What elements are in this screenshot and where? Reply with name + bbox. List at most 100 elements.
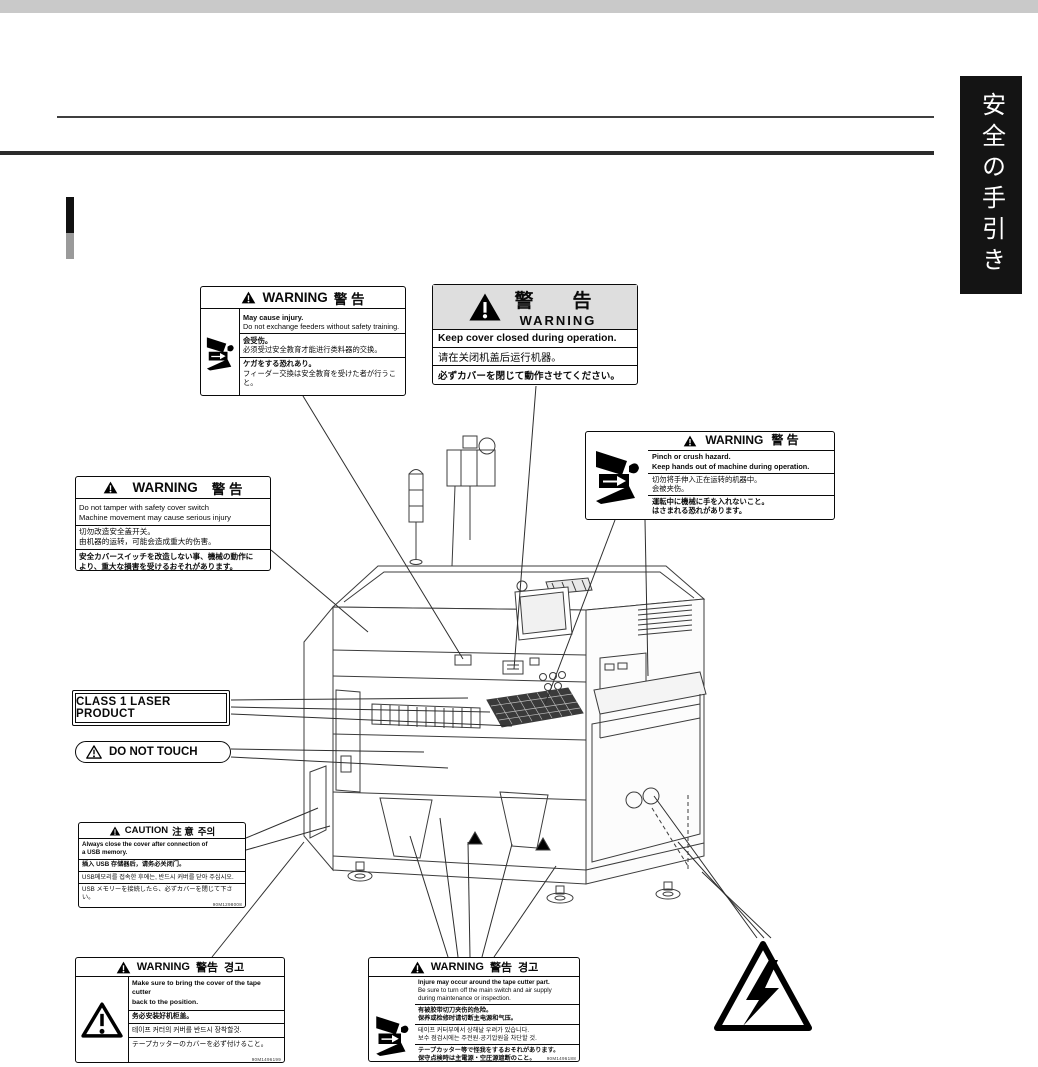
do-not-touch-label: DO NOT TOUCH <box>75 741 231 763</box>
label-text-zh: 切勿改造安全盖开关。 <box>79 527 155 536</box>
label-text-ja: ケガをする恐れあり。 <box>243 359 316 368</box>
header-word-en: WARNING <box>705 433 764 448</box>
label-text-zh: 保养或检修时请切断主电源和气压。 <box>418 1014 517 1022</box>
warning-triangle-icon <box>683 435 697 447</box>
label-text-zh: 会受伤。 <box>243 335 273 345</box>
warning-triangle-icon <box>468 292 502 322</box>
label-text-ja: 必ずカバーを閉じて動作させてください。 <box>438 370 620 382</box>
label-text-zh: 由机器的运转，可能会造成重大的伤害。 <box>79 537 216 547</box>
label-text-ja: より、重大な損害を受けるおそれがあります。 <box>79 561 238 571</box>
signal-tower-icon <box>408 469 424 565</box>
label-header: WARNING 警 告 <box>201 287 405 309</box>
label-text-en: Keep hands out of machine during operati… <box>652 462 810 472</box>
label-text-en: Do not exchange feeders without safety t… <box>243 322 400 332</box>
label-text-zh: 必须受过安全教育才能进行类料器的交换。 <box>243 345 382 355</box>
header-rule-thin <box>57 116 934 118</box>
label-header: WARNING 警 告 <box>648 432 834 451</box>
label-text-ja: テープカッターのカバーを必ず付けること。 <box>132 1040 268 1048</box>
warning-triangle-icon <box>116 961 131 974</box>
label-text-en: back to the position. <box>132 999 199 1007</box>
label-text-en: Machine movement may cause serious injur… <box>79 512 231 522</box>
header-word-cjk: 警告 <box>195 962 218 974</box>
warning-label-pinch-hazard: WARNING 警 告 Pinch or crush hazard. Keep … <box>585 431 835 520</box>
label-text-en: Be sure to turn off the main switch and … <box>418 986 552 994</box>
label-text-ja: 運転中に機械に手を入れないこと。 <box>652 496 769 506</box>
label-text-en: Injure may occur around the tape cutter … <box>418 978 550 986</box>
warning-label-tape-cutter-injury: WARNING 警告 경고 Injure may occur around th… <box>368 957 580 1062</box>
warning-triangle-icon <box>410 961 425 974</box>
header-word-cjk: 警 告 <box>211 481 243 497</box>
label-part-number: 90M1496199 <box>251 1057 281 1062</box>
label-text-ja: 安全カバースイッチを改造しない事、機械の動作に <box>79 551 254 561</box>
class-1-laser-label: CLASS 1 LASER PRODUCT <box>72 690 230 726</box>
label-header: WARNING 警告 경고 <box>369 958 579 977</box>
side-tab-safety-guide: 安全の手引き <box>960 76 1022 294</box>
label-text-zh: 插入 USB 存储器后，请务必关闭门。 <box>82 861 186 869</box>
label-text-en: Always close the cover after connection … <box>82 840 208 848</box>
label-text-ko: 보수 점검시에는 주전원·공기압원을 차단할 것. <box>418 1034 537 1042</box>
section-marker-dark <box>66 197 74 233</box>
header-word-cjk: 注 意 <box>172 826 194 838</box>
label-header: 警 告 WARNING <box>433 285 637 330</box>
label-text-en: Make sure to bring the cover of the tape… <box>132 979 261 997</box>
machine-body <box>303 435 707 904</box>
header-word-en: WARNING <box>430 961 484 973</box>
leveling-feet-icon <box>347 861 681 904</box>
warning-label-tape-cutter-cover: WARNING 警告 경고 Make sure to bring the cov… <box>75 957 285 1063</box>
label-text-zh: 切勿将手伸入正在运转的机器中。 <box>652 474 762 484</box>
pinch-hand-icon <box>201 309 240 396</box>
header-word-en: WARNING <box>262 290 328 305</box>
label-text-en: during maintenance or inspection. <box>418 994 511 1002</box>
label-text-en: Do not tamper with safety cover switch <box>79 502 209 512</box>
pinch-hand-icon <box>586 432 648 519</box>
label-text-ko: 테이프 커터부에서 상해날 우려가 있습니다. <box>418 1026 530 1034</box>
label-text-en: Keep cover closed during operation. <box>433 330 637 348</box>
label-text-ja: 保守点検時は主電源・空圧源遮断のこと。 <box>418 1055 536 1062</box>
header-word-en: WARNING <box>132 480 198 495</box>
pinch-hand-icon <box>369 977 415 1062</box>
label-header: WARNING 警告 경고 <box>76 958 284 977</box>
monitor-icon <box>514 586 573 641</box>
warning-triangle-outline-icon <box>76 977 128 1063</box>
do-not-touch-text: DO NOT TOUCH <box>109 746 198 758</box>
electrical-hazard-triangle <box>714 941 812 1031</box>
warning-label-cover-switch: WARNING 警 告 Do not tamper with safety co… <box>75 476 271 571</box>
label-text-zh: 请在关闭机盖后运行机器。 <box>433 348 637 366</box>
side-tab-label: 安全の手引き <box>977 92 1005 278</box>
label-part-number: 90M1496188 <box>546 1056 576 1061</box>
header-word-cjk: 警告 <box>489 962 512 974</box>
lightning-bolt-icon <box>743 960 779 1026</box>
label-text-en: a USB memory. <box>82 848 128 856</box>
label-part-number: 90M1298008 <box>212 902 242 907</box>
caution-label-usb: CAUTION 注 意 주의 Always close the cover af… <box>78 822 246 908</box>
header-word-ko: 주의 <box>197 826 216 838</box>
label-text-ja: テープカッター等で怪我をするおそれがあります。 <box>418 1046 560 1054</box>
label-text-ko: 테이프 커터의 커버를 반드시 장착할것. <box>132 1026 242 1034</box>
label-text-zh: 有被胶带切刀夹伤的危险。 <box>418 1006 493 1014</box>
header-word-en: WARNING <box>136 961 190 973</box>
header-word-en: CAUTION <box>124 825 169 836</box>
label-header: WARNING 警 告 <box>76 477 270 499</box>
leader-lines <box>211 385 772 958</box>
header-rule-thick <box>0 151 934 155</box>
label-text-ko: USB메모리를 접속한 후에는, 반드시 커버를 닫아 주십시오. <box>82 873 234 881</box>
label-text-en: May cause injury. <box>243 312 304 322</box>
header-word-ko: 경고 <box>223 962 245 974</box>
label-text-ja: USB メモリーを接続したら、必ずカバーを閉じて下さい。 <box>82 885 233 902</box>
warning-triangle-outline-icon <box>86 745 102 759</box>
header-word-cjk: 警 告 <box>514 291 602 312</box>
header-word-cjk: 警 告 <box>333 291 365 307</box>
label-text-ja: はさまれる恐れがあります。 <box>652 506 747 516</box>
label-text-en: Pinch or crush hazard. <box>652 452 731 461</box>
warning-triangle-icon <box>241 291 256 304</box>
warning-triangle-icon <box>109 826 121 836</box>
label-header: CAUTION 注 意 주의 <box>79 823 245 839</box>
laser-label-text: CLASS 1 LASER PRODUCT <box>75 693 227 723</box>
warning-label-cover-closed: 警 告 WARNING Keep cover closed during ope… <box>432 284 638 385</box>
page-top-bar <box>0 0 1038 13</box>
label-text-ja: フィーダー交換は安全教育を受けた者が行うこと。 <box>243 368 397 388</box>
warning-triangle-icon <box>103 481 118 494</box>
header-word-cjk: 警 告 <box>771 433 799 448</box>
header-word-ko: 경고 <box>517 962 539 974</box>
